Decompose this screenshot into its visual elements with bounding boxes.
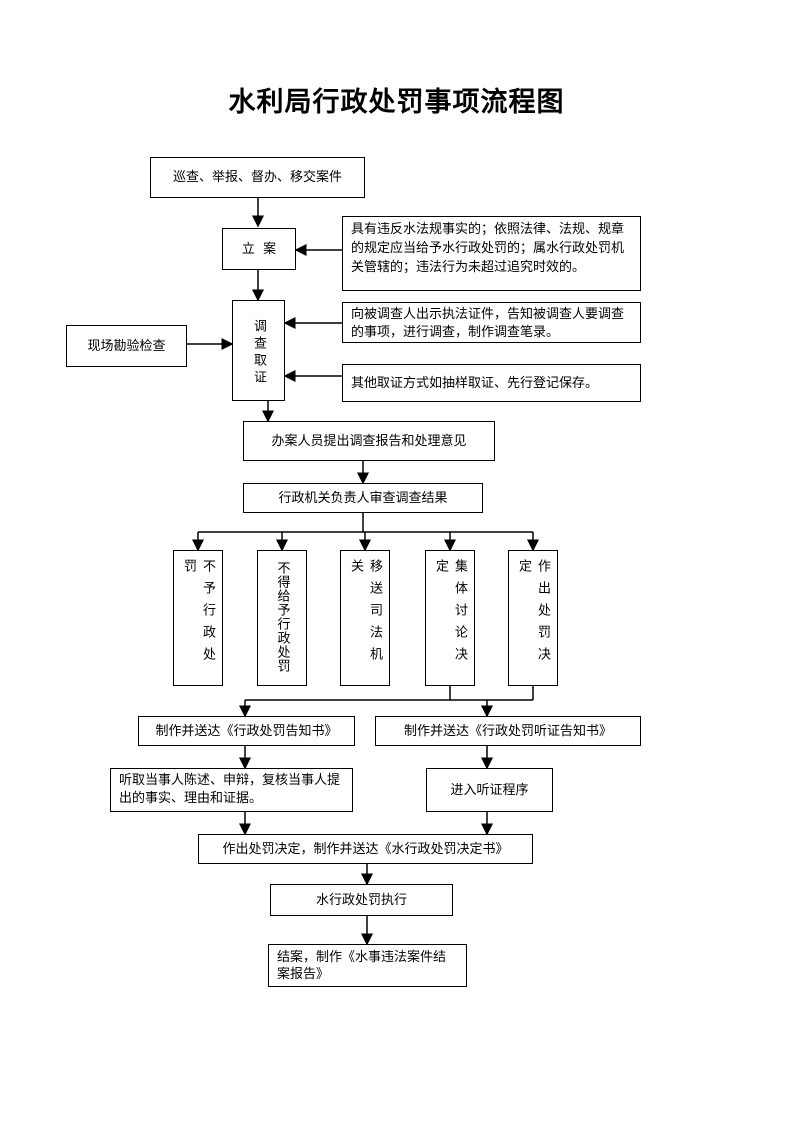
- outcome-judicial-transfer-box: 移送司法机关: [340, 550, 390, 686]
- outcome-collective-box: 集体讨论决定: [425, 550, 475, 686]
- site-survey-box: 现场勘验检查: [66, 325, 187, 367]
- outcome-collective-label: 集体讨论决定: [433, 559, 467, 669]
- hearing-notice-label: 制作并送达《行政处罚听证告知书》: [403, 723, 612, 739]
- site-survey-label: 现场勘验检查: [87, 338, 166, 354]
- filing-criteria-box: 具有违反水法规事实的；依照法律、法规、规章的规定应当给予水行政处罚的；属水行政处…: [342, 216, 641, 291]
- case-source-label: 巡查、举报、督办、移交案件: [172, 170, 342, 185]
- penalty-decision-box: 作出处罚决定，制作并送达《水行政处罚决定书》: [198, 834, 533, 864]
- investigation-report-box: 办案人员提出调查报告和处理意见: [243, 421, 495, 461]
- penalty-notice-box: 制作并送达《行政处罚告知书》: [138, 716, 355, 746]
- other-evidence-text: 其他取证方式如抽样取证、先行登记保存。: [351, 375, 599, 391]
- filing-label: 立 案: [241, 241, 277, 257]
- review-label: 行政机关负责人审查调查结果: [278, 490, 448, 506]
- outcome-judicial-transfer-label: 移送司法机关: [348, 559, 382, 669]
- execution-box: 水行政处罚执行: [270, 884, 453, 916]
- hearing-label: 进入听证程序: [450, 782, 529, 798]
- other-evidence-box: 其他取证方式如抽样取证、先行登记保存。: [342, 364, 641, 402]
- investigation-procedure-box: 向被调查人出示执法证件，告知被调查人要调查的事项，进行调查，制作调查笔录。: [342, 302, 641, 343]
- statement-review-box: 听取当事人陈述、申辩，复核当事人提出的事实、理由和证据。: [110, 768, 353, 812]
- hearing-box: 进入听证程序: [426, 768, 553, 812]
- investigation-label: 调查取证: [251, 319, 266, 387]
- outcome-no-penalty-box: 不予行政处罚: [173, 550, 223, 686]
- execution-label: 水行政处罚执行: [315, 892, 407, 908]
- filing-box: 立 案: [222, 228, 296, 270]
- penalty-decision-label: 作出处罚决定，制作并送达《水行政处罚决定书》: [222, 841, 509, 857]
- hearing-notice-box: 制作并送达《行政处罚听证告知书》: [375, 716, 641, 746]
- filing-criteria-text: 具有违反水法规事实的；依照法律、法规、规章的规定应当给予水行政处罚的；属水行政处…: [351, 222, 625, 275]
- statement-review-text: 听取当事人陈述、申辩，复核当事人提出的事实、理由和证据。: [119, 773, 341, 806]
- case-source-box: 巡查、举报、督办、移交案件: [150, 157, 365, 198]
- investigation-box: 调查取证: [232, 300, 285, 401]
- page-title: 水利局行政处罚事项流程图: [228, 87, 565, 118]
- outcome-not-permitted-label: 不得给予行政处罚: [274, 561, 290, 673]
- review-box: 行政机关负责人审查调查结果: [243, 483, 483, 513]
- outcome-decision-label: 作出处罚决定: [516, 559, 550, 669]
- penalty-notice-label: 制作并送达《行政处罚告知书》: [155, 723, 338, 739]
- outcome-no-penalty-label: 不予行政处罚: [181, 559, 215, 669]
- outcome-decision-box: 作出处罚决定: [508, 550, 558, 686]
- case-closure-text: 结案，制作《水事违法案件结案报告》: [277, 950, 447, 982]
- investigation-report-label: 办案人员提出调查报告和处理意见: [271, 433, 467, 449]
- outcome-not-permitted-box: 不得给予行政处罚: [257, 550, 307, 686]
- investigation-procedure-text: 向被调查人出示执法证件，告知被调查人要调查的事项，进行调查，制作调查笔录。: [351, 307, 625, 340]
- case-closure-box: 结案，制作《水事违法案件结案报告》: [268, 944, 467, 987]
